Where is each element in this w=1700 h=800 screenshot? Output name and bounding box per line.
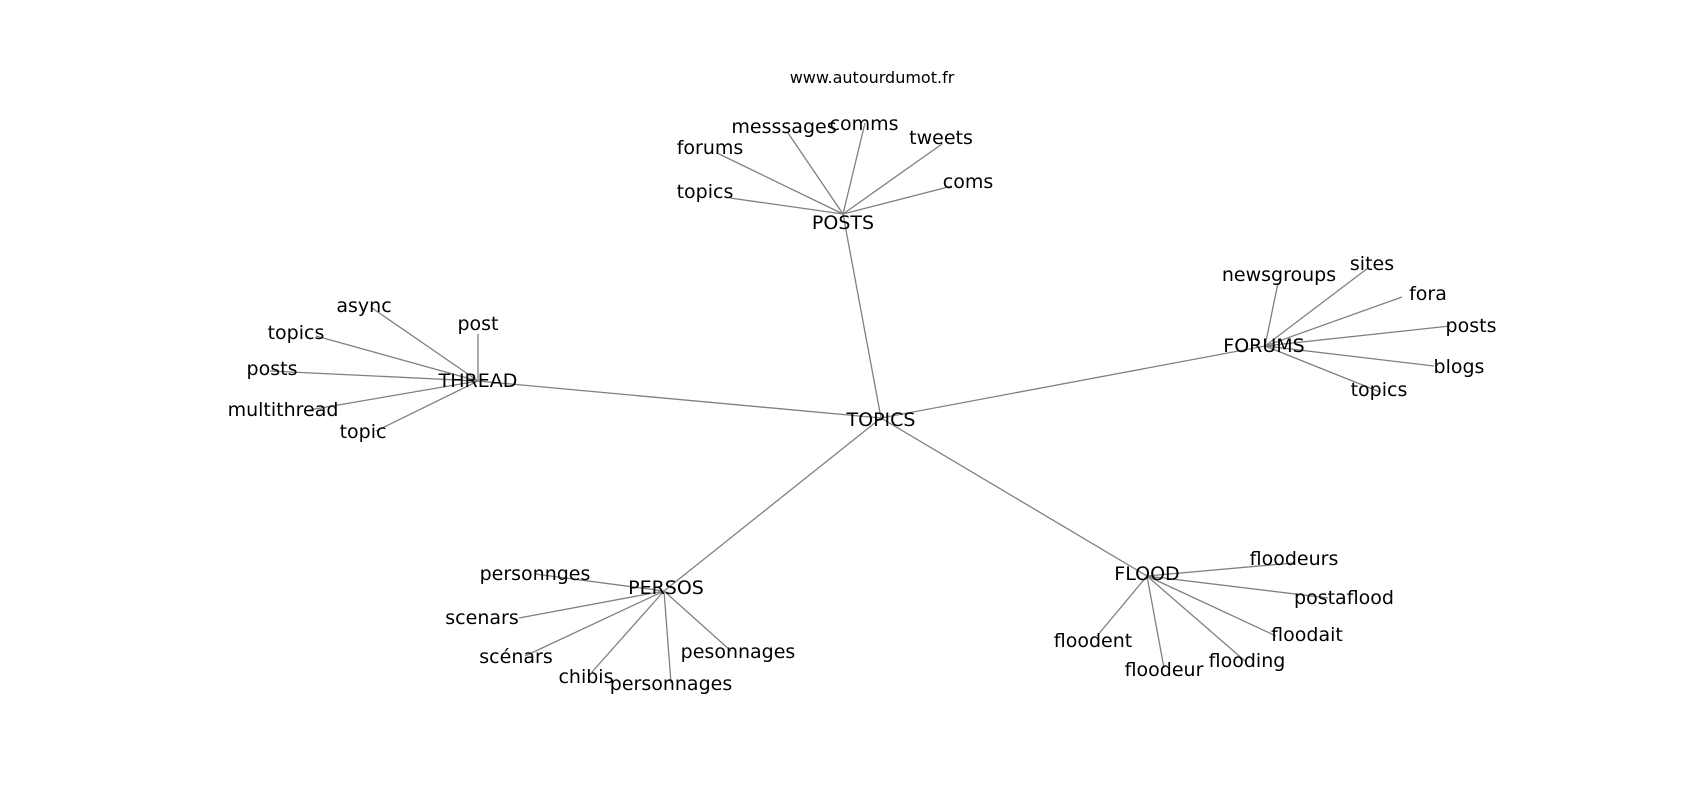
edge-flood-word <box>1146 575 1165 669</box>
edge-posts-word <box>716 152 844 215</box>
edge-posts-word <box>729 197 844 215</box>
edge-persos-word <box>518 590 665 619</box>
word-node-label: forums <box>677 137 744 159</box>
edge-forums-word <box>1264 345 1435 367</box>
word-node-label: posts <box>247 358 298 380</box>
graph-edges <box>269 122 1451 684</box>
word-node-label: posts <box>1446 315 1497 337</box>
edge-forums-word <box>1264 325 1451 347</box>
word-node-label: floodeurs <box>1250 548 1339 570</box>
edge-thread-word <box>315 335 479 382</box>
edge-forums-word <box>1264 345 1381 393</box>
edge-thread-word <box>308 380 479 411</box>
cluster-node-label-posts: POSTS <box>812 212 874 234</box>
word-node-label: topic <box>340 421 387 443</box>
edge-persos-word <box>534 573 665 592</box>
edge-posts-word <box>787 132 844 215</box>
edge-persos-word <box>591 590 665 673</box>
word-node-label: tweets <box>909 127 973 149</box>
edge-forums-word <box>1264 282 1279 347</box>
word-node-label: fora <box>1409 283 1447 305</box>
word-node-label: scénars <box>479 646 552 668</box>
cluster-node-label-forums: FORUMS <box>1223 335 1304 357</box>
word-node-label: floodent <box>1054 630 1132 652</box>
edge-forums-word <box>1264 296 1403 347</box>
word-node-label: topics <box>677 181 734 203</box>
edge-persos-word <box>663 590 672 684</box>
edge-posts-word <box>842 185 953 215</box>
edge-thread-word <box>371 307 479 382</box>
word-node-label: topics <box>1351 379 1408 401</box>
edge-flood-word <box>1146 575 1329 599</box>
word-node-label: topics <box>268 322 325 344</box>
word-node-label: messsages <box>731 116 836 138</box>
word-node-label: async <box>336 295 391 317</box>
word-node-label: flooding <box>1209 650 1286 672</box>
edge-persos-word <box>663 590 732 652</box>
word-node-label: personnages <box>610 673 732 695</box>
edge-flood-word <box>1146 562 1294 577</box>
word-node-label: floodait <box>1271 624 1343 646</box>
edge-thread-word <box>269 370 479 382</box>
word-node-label: comms <box>830 113 899 135</box>
word-node-label: scenars <box>445 607 518 629</box>
word-node-label: postaflood <box>1294 587 1394 609</box>
edge-topics-forums <box>880 345 1266 419</box>
root-node-label: TOPICS <box>846 409 916 431</box>
cluster-node-label-flood: FLOOD <box>1114 563 1179 585</box>
word-node-label: coms <box>943 171 993 193</box>
edge-forums-word <box>1264 267 1369 347</box>
edge-topics-persos <box>663 417 882 592</box>
edge-topics-posts <box>842 213 882 419</box>
edge-flood-word <box>1096 575 1148 637</box>
edge-posts-word <box>842 122 866 215</box>
cluster-node-label-persos: PERSOS <box>628 577 704 599</box>
cluster-node-label-thread: THREAD <box>438 370 518 392</box>
word-node-label: personnges <box>480 563 591 585</box>
word-node-label: newsgroups <box>1222 264 1336 286</box>
word-node-label: blogs <box>1434 356 1485 378</box>
word-node-label: floodeur <box>1125 659 1204 681</box>
edge-flood-word <box>1146 575 1277 637</box>
edge-persos-word <box>524 590 665 657</box>
word-node-label: post <box>457 313 498 335</box>
edge-posts-word <box>842 143 943 215</box>
word-node-label: pesonnages <box>681 641 796 663</box>
source-site-label: www.autourdumot.fr <box>790 68 955 87</box>
word-node-label: chibis <box>558 666 613 688</box>
edge-flood-word <box>1146 575 1246 662</box>
word-node-label: multithread <box>228 399 339 421</box>
edge-topics-flood <box>880 417 1148 577</box>
edge-topics-thread <box>477 380 882 419</box>
word-node-label: sites <box>1350 253 1394 275</box>
edge-thread-word <box>375 380 479 432</box>
